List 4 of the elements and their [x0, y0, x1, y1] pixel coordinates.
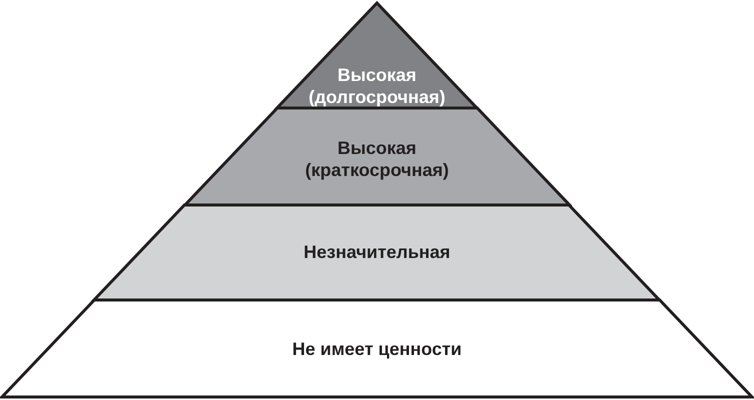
tier-label: Не имеет ценности	[292, 338, 462, 360]
tier-label: Незначительная	[304, 241, 450, 263]
tier-label: Высокая (краткосрочная)	[305, 137, 449, 181]
tier-label: Высокая (долгосрочная)	[308, 64, 446, 108]
